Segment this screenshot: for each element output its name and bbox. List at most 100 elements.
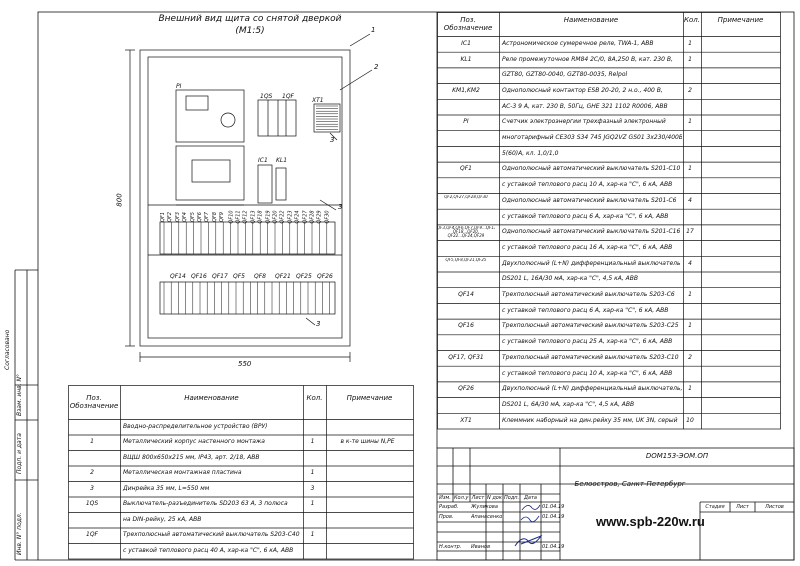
title-col-header: N док. <box>487 495 502 501</box>
table-cell-pos: QF16 <box>458 322 474 330</box>
watermark-url: www.spb-220w.ru <box>596 514 705 529</box>
table-cell-qty: 1 <box>310 469 315 477</box>
table-cell-qty: 1 <box>310 531 315 539</box>
table-cell-name: Вводно-распределительное устройство (ВРУ… <box>123 422 268 430</box>
drawing-title: Внешний вид щита со снятой дверкой <box>158 14 342 24</box>
callout-1: 1 <box>371 26 376 34</box>
column-header: Примечание <box>346 394 393 402</box>
column-header: Примечание <box>717 16 764 24</box>
table-cell-pos: QF17, QF31 <box>448 353 484 361</box>
column-header: Кол. <box>684 16 700 24</box>
table-cell-name: Двухполюсный (L+N) дифференциальный выкл… <box>502 259 681 267</box>
callout-3b: 3 <box>338 203 343 211</box>
table-cell-name: с уставкой теплового расц 25 А, хар-ка "… <box>502 338 673 346</box>
breaker-label: QF21 <box>275 273 291 280</box>
table-cell-pos: KL1 <box>460 55 472 63</box>
table-cell-pos: QF5,QF8,QF21,QF25 <box>445 257 487 262</box>
table-cell-qty: 1 <box>310 500 315 508</box>
callout-2: 2 <box>374 63 379 71</box>
breaker-label: QF16 <box>191 273 207 280</box>
title-col-header: Подп. <box>504 495 519 501</box>
table-cell-name: Астрономическое сумеречное реле, TWA-1, … <box>502 39 654 47</box>
title-col-header: Изм. <box>439 495 451 501</box>
title-col-header: Лист <box>471 495 485 501</box>
table-cell-name: DS201 L, 6А/30 мА, хар-ка "С", 4,5 кА, A… <box>502 400 635 408</box>
table-cell-name: Трехполюсный автоматический выключатель … <box>502 291 675 299</box>
table-cell-qty: 1 <box>688 385 692 393</box>
breaker-label: QF8 <box>254 273 266 280</box>
table-grid <box>68 385 414 560</box>
table-cell-qty: 1 <box>688 291 692 299</box>
column-header: Поз. Обозначение <box>69 394 119 410</box>
table-cell-pos: XT1 <box>460 416 472 424</box>
breaker-label: QF5 <box>233 273 245 280</box>
table-cell-pos: QF14 <box>458 291 474 299</box>
title-col-header: Кол.уч <box>454 495 469 501</box>
table-cell-pos: 1 <box>90 438 94 446</box>
breaker-label: QF26 <box>317 273 333 280</box>
table-cell-pos: 2 <box>90 469 94 477</box>
table-cell-qty: 1 <box>688 165 692 173</box>
column-header: Наименование <box>563 16 619 24</box>
column-header: Кол. <box>306 394 323 402</box>
label-ic1: IC1 <box>258 157 268 164</box>
table-cell-name: с уставкой теплового расц 10 А, хар-ка "… <box>502 181 673 189</box>
person-date: 01.04.19 <box>542 544 565 550</box>
table-cell-name: с уставкой теплового расц 16 А, хар-ка "… <box>502 243 673 251</box>
table-cell-name: Однополюсный автоматический выключатель … <box>502 196 677 204</box>
callout-3c: 3 <box>316 320 321 328</box>
stage-header: Лист <box>736 504 749 510</box>
stage-header: Листов <box>765 504 784 510</box>
label-1qs: 1QS <box>260 93 273 100</box>
person-name: Апанасенко <box>471 514 503 520</box>
width-dimension: 550 <box>238 360 252 368</box>
table-cell-name: Динрейка 35 мм, L=550 мм <box>123 484 210 492</box>
table-cell-name: Трехполюсный автоматический выключатель … <box>502 353 679 361</box>
person-role: Пров. <box>439 514 454 520</box>
table-cell-name: с уставкой теплового расц 40 А, хар-ка "… <box>123 546 294 554</box>
breaker-label: QF25 <box>296 273 312 280</box>
label-xt1: XT1 <box>312 97 324 104</box>
table-cell-pos: KM1,KM2 <box>452 86 480 94</box>
table-cell-pos: 3 <box>90 484 94 492</box>
label-1qf: 1QF <box>282 93 294 100</box>
table-cell-name: с уставкой теплового расц 6 А, хар-ка "С… <box>502 306 669 314</box>
signature-2 <box>520 515 540 523</box>
table-cell-name: Металлический корпус настенного монтажа <box>123 438 265 446</box>
table-cell-pos: 1QF <box>86 531 98 539</box>
doc-address: Белоостров, Санкт-Петербург <box>574 480 686 488</box>
stage-header: Стадия <box>705 504 725 510</box>
table-cell-qty: 1 <box>688 39 692 47</box>
table-cell-qty: 1 <box>688 322 692 330</box>
table-cell-name: Клеммник наборный на дин.рейку 35 мм, UK… <box>502 416 678 424</box>
table-grid <box>437 12 781 430</box>
label-pi: PI <box>176 83 182 90</box>
table-cell-name: Двухполюсный (L+N) дифференциальный выкл… <box>502 385 682 393</box>
table-cell-name: Однополюсный контактор ESB 20-20, 2 н.о.… <box>502 86 663 94</box>
breaker-label: QF17 <box>212 273 228 280</box>
table-cell-name: GZT80, GZT80-0040, GZT80-0035, Relpol <box>502 71 628 79</box>
table-cell-name: 5(60)А, кл. 1,0/1,0 <box>502 149 559 157</box>
table-cell-note: в к-те шины N,PE <box>340 438 395 446</box>
breaker-label: QF14 <box>170 273 186 280</box>
table-cell-name: DS201 L, 16А/30 мА, хар-ка "С", 4,5 кА, … <box>502 275 638 283</box>
table-border <box>68 385 414 560</box>
table-cell-name: Счетчик электроэнергии трехфазный электр… <box>502 118 666 126</box>
table-cell-pos: QF1 <box>460 165 472 173</box>
person-name: Иванов <box>471 544 491 550</box>
title-col-header: Дата <box>524 495 537 501</box>
table-cell-name: на DIN-рейку, 25 кА, ABB <box>123 515 202 523</box>
person-role: Разраб. <box>439 504 459 510</box>
table-cell-name: Реле промежуточное RM84 2C/0, 8А,250 В, … <box>502 55 673 63</box>
table-cell-name: Однополюсный автоматический выключатель … <box>502 165 681 173</box>
table-cell-name: Выключатель-разъединитель SD203 63 А, 3 … <box>123 500 288 508</box>
signature-3 <box>514 534 543 547</box>
table-cell-qty: 10 <box>686 416 694 424</box>
table-cell-name: с уставкой теплового расц 6 А, хар-ка "С… <box>502 212 669 220</box>
table-cell-name: AC-3 9 А, кат. 230 В, 50Гц, GHE 321 1102… <box>502 102 668 110</box>
table-cell-name: Трехполюсный автоматический выключатель … <box>123 531 300 539</box>
table-cell-pos: QF3,QF4,QF6,QF7,QF9...QF13, QF18...QF20,… <box>437 226 495 239</box>
label-kl1: KL1 <box>276 157 288 164</box>
table-cell-pos: QF26 <box>458 385 474 393</box>
